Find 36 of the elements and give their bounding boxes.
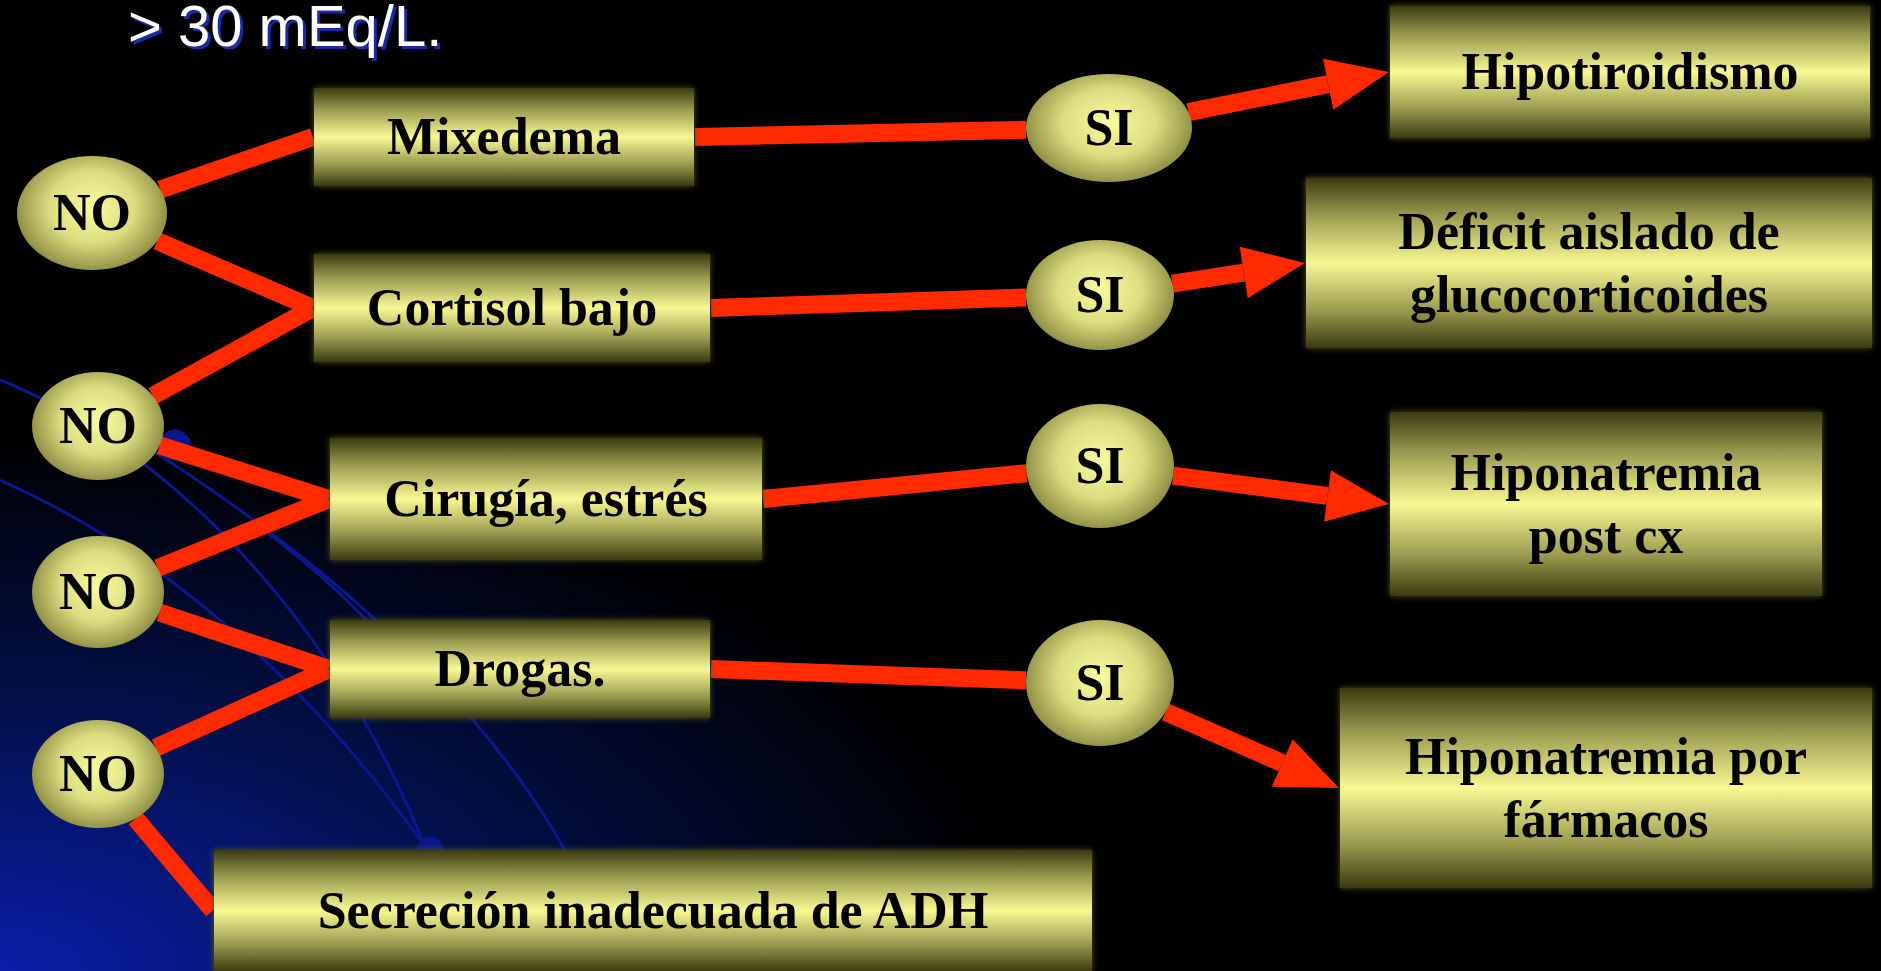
connector-line: [710, 288, 1027, 317]
outcome-box: [1390, 412, 1822, 596]
connector-line: [694, 120, 1027, 146]
node-text: Hiponatremia por fármacos: [1403, 726, 1808, 850]
outcome-box: [314, 88, 694, 186]
outcome-box: [214, 850, 1092, 971]
node-text: SI: [1074, 436, 1126, 497]
node-text: Cirugía, estrés: [383, 469, 709, 530]
node-text: NO: [58, 396, 138, 457]
connector-line: [157, 128, 316, 198]
node-text: NO: [52, 183, 132, 244]
node-text: SI: [1074, 265, 1126, 326]
node-text: Drogas.: [433, 639, 607, 700]
outcome-box: [1306, 178, 1872, 348]
arrow: [1162, 703, 1339, 788]
heading-text: > 30 mEq/L.: [128, 0, 443, 59]
connector-line: [710, 660, 1027, 690]
connector-line: [762, 464, 1028, 508]
node-text: Déficit aislado de glucocorticoides: [1397, 201, 1781, 325]
node-text: SI: [1083, 98, 1135, 159]
node-text: NO: [58, 744, 138, 805]
node-text: NO: [58, 562, 138, 623]
arrow: [1186, 58, 1389, 121]
outcome-box: [330, 438, 762, 560]
outcome-box: [330, 620, 710, 718]
node-text: Cortisol bajo: [365, 278, 659, 339]
node-text: Mixedema: [386, 107, 622, 168]
node-text: SI: [1074, 653, 1126, 714]
node-text: Hiponatremia post cx: [1449, 442, 1763, 566]
arrow: [1171, 246, 1305, 299]
outcome-box: [1340, 688, 1872, 888]
outcome-box: [1390, 6, 1870, 138]
node-text: Hipotiroidismo: [1460, 42, 1800, 103]
arrow: [1171, 466, 1389, 522]
node-text: Secreción inadecuada de ADH: [316, 880, 990, 941]
outcome-box: [314, 254, 710, 362]
